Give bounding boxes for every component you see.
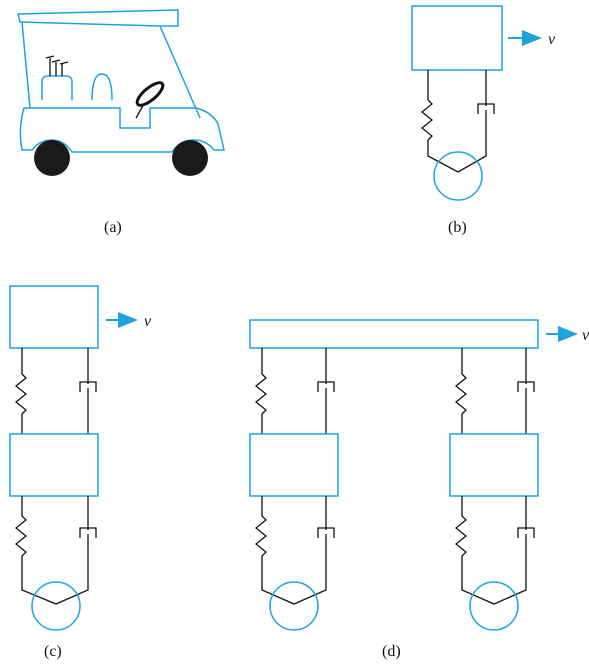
lower-mass-block — [9, 433, 99, 497]
left-lower-damper — [317, 496, 335, 586]
chassis-beam — [249, 319, 539, 349]
left-tire — [269, 581, 319, 631]
lower-spring — [14, 496, 28, 586]
left-upper-damper — [317, 348, 335, 434]
velocity-label-b: v — [548, 31, 556, 48]
right-upper-spring — [454, 348, 468, 434]
lower-damper — [79, 496, 97, 586]
golf-clubs — [49, 58, 63, 76]
upper-damper — [79, 348, 97, 434]
velocity-label-c: v — [144, 313, 152, 330]
cart-seat — [91, 73, 113, 101]
front-wheel — [172, 140, 208, 176]
tire — [433, 151, 483, 201]
wheel-linkage — [427, 150, 487, 173]
left-wheel-mass — [249, 433, 339, 497]
steering-wheel — [135, 81, 165, 107]
golf-cart-illustration — [17, 9, 225, 176]
left-wheel-linkage — [261, 586, 327, 605]
tire — [31, 581, 81, 631]
velocity-label-d: v — [582, 327, 589, 344]
model-c — [9, 285, 138, 631]
spring — [420, 70, 434, 150]
caption-c: (c) — [44, 643, 62, 660]
golf-bag — [41, 75, 73, 100]
right-lower-spring — [454, 496, 468, 586]
golf-club-heads — [45, 55, 69, 65]
upper-spring — [14, 348, 28, 434]
caption-d: (d) — [382, 643, 401, 660]
right-tire — [469, 581, 519, 631]
left-upper-spring — [254, 348, 268, 434]
right-wheel-linkage — [461, 586, 527, 605]
damper — [477, 70, 495, 150]
caption-b: (b) — [448, 219, 467, 236]
steering-column — [135, 103, 145, 119]
wheel-linkage — [21, 586, 89, 605]
model-d — [249, 319, 578, 631]
rear-wheel — [34, 140, 70, 176]
model-b — [411, 5, 542, 201]
cart-roof — [17, 9, 179, 27]
mass-block — [411, 5, 503, 71]
caption-a: (a) — [104, 219, 122, 236]
right-upper-damper — [517, 348, 535, 434]
cart-front-pillar — [159, 25, 201, 119]
left-lower-spring — [254, 496, 268, 586]
cart-rear-pillar — [21, 21, 31, 109]
right-lower-damper — [517, 496, 535, 586]
upper-mass-block — [9, 285, 99, 349]
right-wheel-mass — [449, 433, 539, 497]
